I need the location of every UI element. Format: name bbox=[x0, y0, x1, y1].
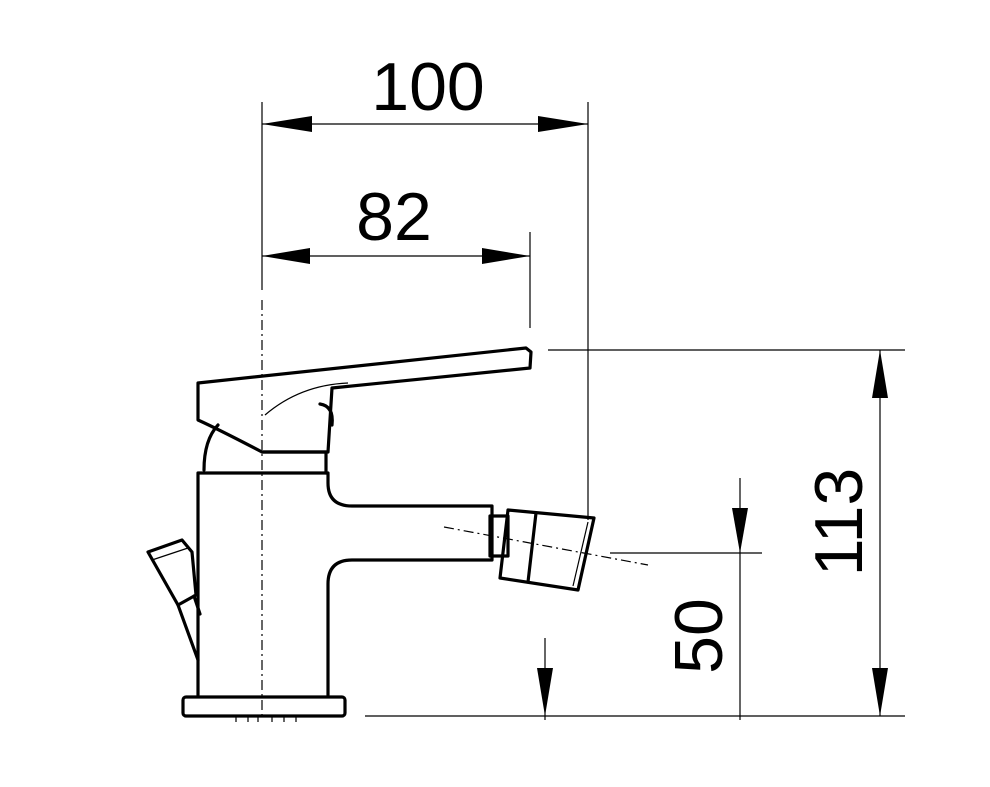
dimension-label-overall-width: 100 bbox=[371, 49, 484, 125]
spout-connector bbox=[488, 514, 510, 558]
arrow-top bbox=[872, 350, 888, 398]
dimension-spout-height: 50 bbox=[537, 478, 762, 720]
arrow-top bbox=[732, 508, 748, 553]
base-plate bbox=[181, 695, 347, 718]
arrow-right bbox=[482, 248, 530, 264]
pop-up-rod bbox=[146, 538, 202, 662]
arrow-bottom bbox=[872, 668, 888, 716]
dimension-spout-reach: 82 bbox=[262, 179, 531, 328]
swivel-aerator bbox=[498, 508, 596, 592]
dimension-overall-width: 100 bbox=[261, 49, 589, 520]
base-studs bbox=[235, 716, 297, 722]
dimension-overall-height: 113 bbox=[365, 349, 905, 717]
lever-hub bbox=[318, 402, 334, 427]
arrow-left bbox=[262, 116, 312, 132]
body-outline bbox=[196, 471, 494, 697]
dimension-label-spout-reach: 82 bbox=[356, 179, 432, 255]
lever-handle bbox=[196, 346, 533, 454]
arrow-left bbox=[262, 248, 310, 264]
arrow-right bbox=[538, 116, 588, 132]
dimension-label-overall-height: 113 bbox=[801, 468, 877, 576]
faucet-body bbox=[146, 346, 596, 722]
lever-contour bbox=[264, 382, 349, 416]
dimension-label-spout-height: 50 bbox=[661, 598, 737, 674]
arrow-bottom bbox=[537, 668, 553, 716]
spout-axis-line bbox=[443, 526, 649, 566]
